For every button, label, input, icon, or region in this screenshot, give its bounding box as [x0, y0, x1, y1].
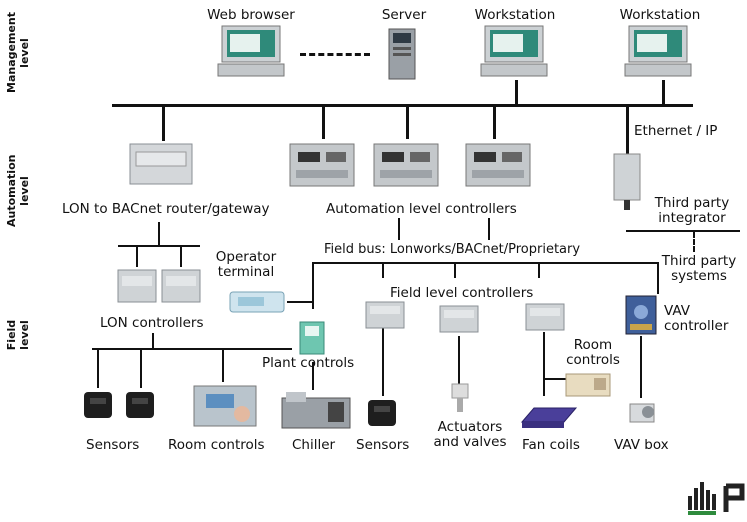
vav-down	[640, 336, 642, 398]
lon-controllers-label: LON controllers	[100, 315, 204, 331]
automation-controller1-icon	[289, 140, 355, 194]
vav-controller-icon	[624, 294, 660, 342]
sensors-mid-label: Sensors	[356, 437, 410, 453]
third-party-integrator-device-icon	[612, 153, 642, 216]
fieldbus-drop-a	[382, 262, 384, 278]
ctrl1-drop	[322, 107, 325, 139]
plant-controls-icon	[298, 320, 328, 360]
chiller-label: Chiller	[292, 437, 336, 453]
lon-controller2-icon	[161, 268, 202, 308]
ctrl-to-fieldbus2	[488, 218, 490, 240]
field-controller3-icon	[525, 302, 566, 336]
flc1-down	[382, 328, 384, 396]
management-bus-line	[112, 104, 693, 107]
sensor2-icon	[124, 388, 158, 426]
lon-controller1-icon	[117, 268, 158, 308]
room-controls-left-label: Room controls	[168, 437, 265, 453]
flc3-down	[543, 332, 545, 396]
field-bus-label: Field bus: Lonworks/BACnet/Proprietary	[324, 242, 581, 257]
room-ctrl-branch	[543, 378, 567, 380]
server-tower-icon	[385, 28, 421, 85]
room-controls-right-icon	[565, 372, 612, 402]
workstation2-drop	[662, 80, 665, 104]
fan-coil-icon	[520, 404, 578, 434]
automation-controller2-icon	[373, 140, 439, 194]
web-browser-label: Web browser	[207, 7, 295, 23]
actuator-valve-icon	[448, 382, 474, 418]
operator-terminal-icon	[229, 290, 286, 318]
actuators-label: Actuators and valves	[433, 419, 507, 450]
fieldbus-drop-c	[538, 262, 540, 278]
chiller-icon	[280, 390, 352, 434]
router-drop	[162, 107, 165, 141]
field-controller1-icon	[365, 300, 406, 334]
integrator-drop	[626, 107, 629, 155]
automation-level-label: Automation level	[5, 154, 31, 227]
sensors-drop1	[97, 348, 99, 388]
management-level-label: Management level	[5, 12, 31, 93]
operator-link	[287, 301, 314, 303]
web-browser-computer-icon	[217, 25, 285, 82]
ctrl2-drop	[406, 107, 409, 139]
fieldbus-drop-b	[454, 262, 456, 278]
field-level-controllers-label: Field level controllers	[390, 285, 534, 301]
plant-down	[312, 362, 314, 390]
operator-terminal-label: Operator terminal	[215, 249, 277, 280]
lon-router-device-icon	[129, 142, 193, 190]
vav-box-label: VAV box	[614, 437, 669, 453]
brand-logo-icon	[686, 480, 747, 522]
third-party-integrator-label: Third party integrator	[654, 195, 730, 226]
fan-coils-label: Fan coils	[522, 437, 580, 453]
integrator-line	[626, 230, 740, 232]
room-controls-right-label: Room controls	[566, 337, 620, 368]
router-down	[158, 222, 160, 246]
room-drop	[222, 348, 224, 382]
server-label: Server	[381, 7, 427, 23]
field-controller2-icon	[439, 304, 480, 338]
lon-ctrl-down	[152, 333, 154, 349]
workstation1-computer-icon	[480, 25, 548, 82]
fieldbus-left-down	[312, 262, 314, 309]
lon-drop1	[136, 245, 138, 267]
ctrl-to-fieldbus1	[398, 218, 400, 240]
field-level-label: Field level	[5, 319, 31, 351]
flc2-down	[458, 336, 460, 384]
plant-controls-label: Plant controls	[262, 355, 355, 371]
lon-bus-line	[118, 245, 200, 247]
field-bus-line	[312, 262, 658, 264]
sensors-left-label: Sensors	[86, 437, 140, 453]
workstation1-label: Workstation	[474, 7, 556, 23]
vav-box-icon	[626, 398, 662, 432]
fieldbus-drop-vav	[657, 262, 659, 294]
lower-bus-line	[92, 348, 292, 350]
third-party-systems-label: Third party systems	[661, 253, 737, 284]
sensor1-icon	[82, 388, 116, 426]
automation-controller3-icon	[465, 140, 531, 194]
lon-drop2	[180, 245, 182, 267]
automation-controllers-label: Automation level controllers	[326, 201, 517, 217]
sensors-drop2	[140, 348, 142, 388]
ethernet-label: Ethernet / IP	[634, 123, 718, 139]
workstation2-computer-icon	[624, 25, 692, 82]
vav-controller-label: VAV controller	[664, 303, 729, 334]
lon-router-label: LON to BACnet router/gateway	[62, 201, 270, 217]
workstation2-label: Workstation	[619, 7, 701, 23]
third-party-dashed	[693, 232, 695, 252]
room-controls-left-icon	[192, 384, 258, 432]
ctrl3-drop	[493, 107, 496, 139]
workstation1-drop	[515, 80, 518, 104]
sensor3-icon	[366, 396, 400, 434]
browser-server-dashed-line	[300, 53, 370, 56]
